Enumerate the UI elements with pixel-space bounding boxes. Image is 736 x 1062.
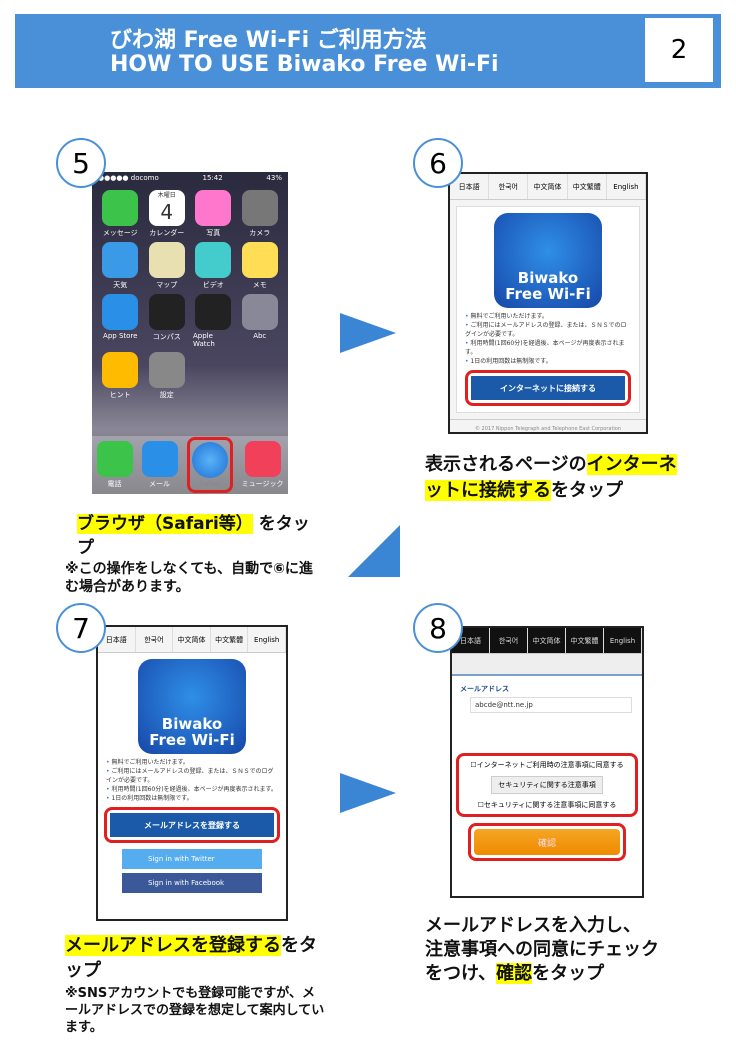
app-icon[interactable]: 設定: [147, 352, 188, 400]
app-icon[interactable]: Abc: [240, 294, 281, 348]
step-number: 5: [56, 138, 106, 188]
app-label: Apple Watch: [193, 332, 215, 348]
app-label: 天気: [113, 281, 128, 289]
app-label: メッセージ: [102, 229, 138, 237]
info-bullet: ご利用にはメールアドレスの登録、または、ＳＮＳでのログインが必要です。: [465, 321, 631, 339]
email-input[interactable]: abcde@ntt.ne.jp: [470, 697, 632, 713]
app-icon[interactable]: 天気: [100, 242, 141, 290]
app-label: コンパス: [152, 333, 181, 341]
step8-caption: メールアドレスを入力し、 注意事項への同意にチェック をつけ、確認をタップ: [425, 915, 659, 984]
app-label: カメラ: [249, 229, 271, 237]
language-tab[interactable]: English: [248, 627, 286, 652]
arrow-diagonal-icon: [348, 525, 400, 577]
calendar-day: 木曜日: [157, 192, 176, 199]
app-icon[interactable]: ビデオ: [193, 242, 234, 290]
time: 15:42: [202, 174, 223, 182]
email-label: メールアドレス: [460, 685, 509, 693]
carrier: ●●●●● docomo: [98, 174, 159, 182]
info-bullet: 利用時間(1回60分)を経過後、本ページが再度表示されます。: [106, 785, 278, 794]
info-bullet: 無料でご利用いただけます。: [465, 312, 631, 321]
step-number: 6: [413, 138, 463, 188]
app-label: ビデオ: [202, 281, 224, 289]
language-tab[interactable]: 한국어: [136, 627, 174, 652]
info-bullet: 利用時間(1回60分)を経過後、本ページが再度表示されます。: [465, 339, 631, 357]
app-label: カレンダー: [149, 229, 185, 237]
app-label: 設定: [159, 391, 174, 399]
app-icon[interactable]: マップ: [147, 242, 188, 290]
app-label: App Store: [103, 332, 138, 340]
arrow-right-icon: [340, 313, 396, 353]
language-tab[interactable]: 中文简体: [528, 628, 566, 653]
security-notice-button[interactable]: セキュリティに関する注意事項: [491, 776, 603, 794]
language-tab[interactable]: 한국어: [489, 174, 529, 199]
title-ja: びわ湖 Free Wi-Fi ご利用方法: [110, 28, 427, 53]
facebook-signin-button[interactable]: Sign in with Facebook: [122, 873, 262, 893]
calendar-date: 4: [160, 200, 174, 224]
info-bullet: 1日の利用回数は無制限です。: [106, 794, 278, 803]
page-number: 2: [645, 18, 713, 82]
step7-caption: メールアドレスを登録するをタップ ※SNSアカウントでも登録可能ですが、メールア…: [65, 935, 325, 1035]
info-bullet: 1日の利用回数は無制限です。: [465, 357, 631, 366]
arrow-right-icon: [340, 773, 396, 813]
language-tab[interactable]: English: [607, 174, 646, 199]
step5-caption: ブラウザ（Safari等） をタップ ※この操作をしなくても、自動で⑥に進む場合…: [65, 514, 313, 595]
header-banner: びわ湖 Free Wi-Fi ご利用方法 HOW TO USE Biwako F…: [15, 14, 721, 88]
agree-internet-checkbox[interactable]: ☐インターネットご利用時の注意事項に同意する: [470, 761, 624, 769]
app-label: 写真: [206, 229, 221, 237]
copyright: © 2017 Nippon Telegraph and Telephone Ea…: [450, 419, 646, 432]
app-icon[interactable]: Apple Watch: [193, 294, 234, 348]
battery: 43%: [266, 174, 282, 182]
app-icon[interactable]: メモ: [240, 242, 281, 290]
app-icon[interactable]: カメラ: [240, 190, 281, 238]
register-email-button[interactable]: メールアドレスを登録する: [110, 813, 274, 837]
info-bullet: ご利用にはメールアドレスの登録、または、ＳＮＳでのログインが必要です。: [106, 767, 278, 785]
language-tab[interactable]: 中文繁體: [566, 628, 604, 653]
app-icon[interactable]: 写真: [193, 190, 234, 238]
language-tab[interactable]: English: [604, 628, 642, 653]
app-icon[interactable]: メッセージ: [100, 190, 141, 238]
language-tab[interactable]: 中文简体: [173, 627, 211, 652]
language-tab[interactable]: 日本語: [452, 628, 490, 653]
app-label: ミュージック: [241, 480, 284, 488]
connect-internet-button[interactable]: インターネットに接続する: [471, 376, 625, 400]
app-label: メール: [149, 480, 171, 488]
language-tab[interactable]: 中文简体: [528, 174, 568, 199]
step6-caption: 表示されるページのインターネットに接続するをタップ: [425, 454, 677, 501]
confirm-button[interactable]: 確認: [474, 829, 620, 855]
agree-security-checkbox[interactable]: ☐セキュリティに関する注意事項に同意する: [477, 801, 617, 809]
language-tab[interactable]: 한국어: [490, 628, 528, 653]
twitter-signin-button[interactable]: Sign in with Twitter: [122, 849, 262, 869]
app-label: メモ: [252, 281, 267, 289]
language-tab[interactable]: 日本語: [450, 174, 490, 199]
language-tab[interactable]: 中文繁體: [568, 174, 607, 199]
app-icon[interactable]: ヒント: [100, 352, 141, 400]
app-label: マップ: [156, 281, 178, 289]
info-bullet: 無料でご利用いただけます。: [106, 758, 278, 767]
app-label: ヒント: [109, 391, 131, 399]
language-tab[interactable]: 中文繁體: [211, 627, 249, 652]
app-label: 電話: [107, 480, 122, 488]
title-en: HOW TO USE Biwako Free Wi-Fi: [110, 52, 499, 77]
app-icon[interactable]: App Store: [100, 294, 141, 348]
language-tab[interactable]: 日本語: [98, 627, 136, 652]
app-label: Abc: [253, 332, 267, 340]
safari-app-icon[interactable]: Safari: [186, 437, 233, 493]
app-icon[interactable]: コンパス: [147, 294, 188, 348]
step-number: 8: [413, 603, 463, 653]
step-number: 7: [56, 603, 106, 653]
